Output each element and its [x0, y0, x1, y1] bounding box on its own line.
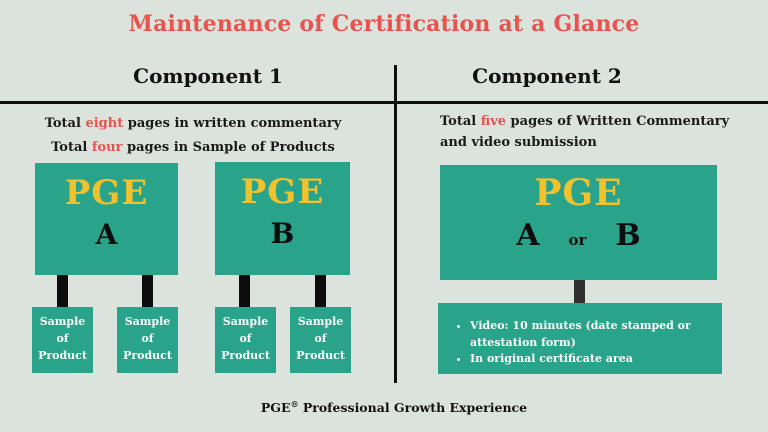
- connector-line: [315, 275, 326, 308]
- pge-brand-label: PGE: [240, 172, 325, 212]
- component1-summary-line-2: Total four pages in Sample of Products: [15, 136, 371, 160]
- sample-of-product-label: Sample of Product: [296, 315, 345, 363]
- pge-b-letter: B: [615, 218, 641, 253]
- summary-text: pages in Sample of Products: [122, 140, 335, 156]
- summary-text: Total: [51, 140, 92, 156]
- registered-mark: ®: [290, 399, 299, 409]
- component1-summary: Total eight pages in written commentary …: [15, 112, 371, 160]
- bullet-item: In original certificate area: [470, 351, 722, 368]
- sample-of-product-box: Sample of Product: [32, 307, 93, 373]
- connector-line: [142, 275, 153, 308]
- footer-caption: PGE® Professional Growth Experience: [10, 399, 768, 415]
- pge-letters-row: A or B: [440, 221, 717, 251]
- footer-brand: PGE: [260, 400, 291, 416]
- pge-a-or-b-box: PGE A or B: [440, 165, 717, 280]
- component2-summary: Total five pages of Written Commentary a…: [440, 112, 732, 154]
- horizontal-divider: [0, 101, 768, 104]
- sample-of-product-label: Sample of Product: [38, 315, 87, 363]
- pge-b-letter: B: [270, 217, 295, 250]
- or-label: or: [568, 231, 587, 249]
- summary-text: pages in written commentary: [123, 116, 342, 131]
- sample-of-product-box: Sample of Product: [117, 307, 178, 373]
- pge-a-letter: A: [516, 218, 540, 253]
- video-requirements-list: Video: 10 minutes (date stamped or attes…: [438, 318, 722, 368]
- sample-of-product-label: Sample of Product: [221, 315, 270, 363]
- summary-text: Total: [440, 114, 481, 129]
- sample-of-product-box: Sample of Product: [215, 307, 276, 373]
- pge-a-box: PGE A: [35, 163, 178, 275]
- pge-a-letter: A: [95, 218, 118, 251]
- component2-header: Component 2: [472, 64, 622, 88]
- summary-highlight: four: [91, 140, 123, 156]
- component1-header: Component 1: [133, 64, 283, 88]
- sample-of-product-box: Sample of Product: [290, 307, 351, 373]
- summary-text: pages of Written Commentary and video su…: [440, 114, 730, 150]
- component1-summary-line-1: Total eight pages in written commentary: [15, 112, 371, 136]
- pge-b-box: PGE B: [215, 162, 350, 275]
- connector-line: [57, 275, 68, 308]
- summary-highlight: eight: [85, 116, 124, 131]
- connector-line: [574, 280, 585, 304]
- bullet-item: Video: 10 minutes (date stamped or attes…: [470, 318, 722, 351]
- page-title: Maintenance of Certification at a Glance: [128, 11, 640, 37]
- summary-highlight: five: [480, 114, 507, 129]
- summary-text: Total: [44, 116, 86, 131]
- footer-text: Professional Growth Experience: [298, 400, 528, 416]
- connector-line: [239, 275, 250, 308]
- pge-brand-label: PGE: [534, 172, 623, 214]
- video-requirements-box: Video: 10 minutes (date stamped or attes…: [438, 303, 722, 374]
- pge-brand-label: PGE: [64, 173, 149, 213]
- sample-of-product-label: Sample of Product: [123, 315, 172, 363]
- vertical-divider: [394, 65, 397, 383]
